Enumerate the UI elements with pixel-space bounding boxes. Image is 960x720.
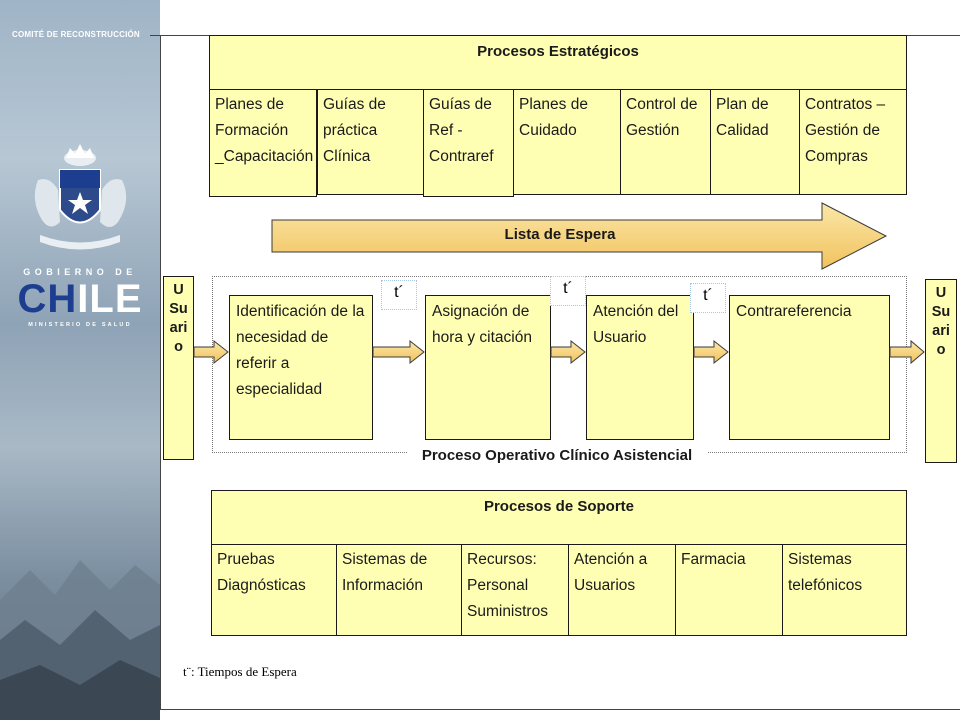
logo-ministerio: MINISTERIO DE SALUD	[28, 322, 132, 328]
operative-process-label: Proceso Operativo Clínico Asistencial	[407, 446, 707, 466]
user-left-box: USuario	[163, 276, 194, 460]
strategic-item: Contratos – Gestión de Compras	[799, 89, 907, 195]
logo-wordmark: CHILE	[14, 279, 146, 319]
wait-time-label: t´	[381, 280, 417, 310]
footnote: t¨: Tiempos de Espera	[183, 664, 297, 679]
waitlist-label: Lista de Espera	[504, 226, 616, 243]
left-rule	[160, 35, 161, 710]
step-attention: Atención del Usuario	[586, 295, 694, 440]
wait-time-label: t´	[690, 283, 726, 313]
bottom-rule	[160, 709, 960, 710]
support-item: Recursos: Personal Suministros	[461, 544, 569, 636]
user-left-label: USuario	[169, 282, 188, 355]
support-item: Atención a Usuarios	[568, 544, 676, 636]
chile-coat-of-arms-icon	[34, 144, 127, 250]
committee-label: COMITÉ DE RECONSTRUCCIÓN	[12, 30, 140, 39]
strategic-item: Planes de Formación _Capacitación	[209, 89, 317, 197]
strategic-item: Plan de Calidad	[710, 89, 800, 195]
wait-time-label: t´	[550, 276, 586, 306]
step-identification: Identificación de la necesidad de referi…	[229, 295, 373, 440]
sidebar-background	[0, 0, 160, 720]
mountain-image	[0, 560, 160, 720]
strategic-item: Planes de Cuidado	[513, 89, 621, 195]
flow-arrow	[372, 339, 425, 365]
flow-arrow	[693, 339, 729, 365]
step-counter-reference: Contrareferencia	[729, 295, 890, 440]
logo-gobierno-de: GOBIERNO DE	[23, 267, 137, 277]
user-right-label: USuario	[931, 285, 951, 358]
flow-arrow	[550, 339, 586, 365]
flow-arrow	[889, 339, 925, 365]
logo-wordmark-right: ILE	[77, 277, 143, 321]
support-item: Farmacia	[675, 544, 783, 636]
support-item: Sistemas de Información	[336, 544, 462, 636]
strategic-item: Guías de Ref - Contraref	[423, 89, 514, 197]
step-assignment: Asignación de hora y citación	[425, 295, 551, 440]
strategic-item: Control de Gestión	[620, 89, 711, 195]
support-item: Pruebas Diagnósticas	[211, 544, 337, 636]
support-item: Sistemas telefónicos	[782, 544, 907, 636]
user-right-box: USuario	[925, 279, 957, 463]
flow-arrow	[193, 339, 229, 365]
logo-wordmark-left: CH	[17, 277, 78, 321]
